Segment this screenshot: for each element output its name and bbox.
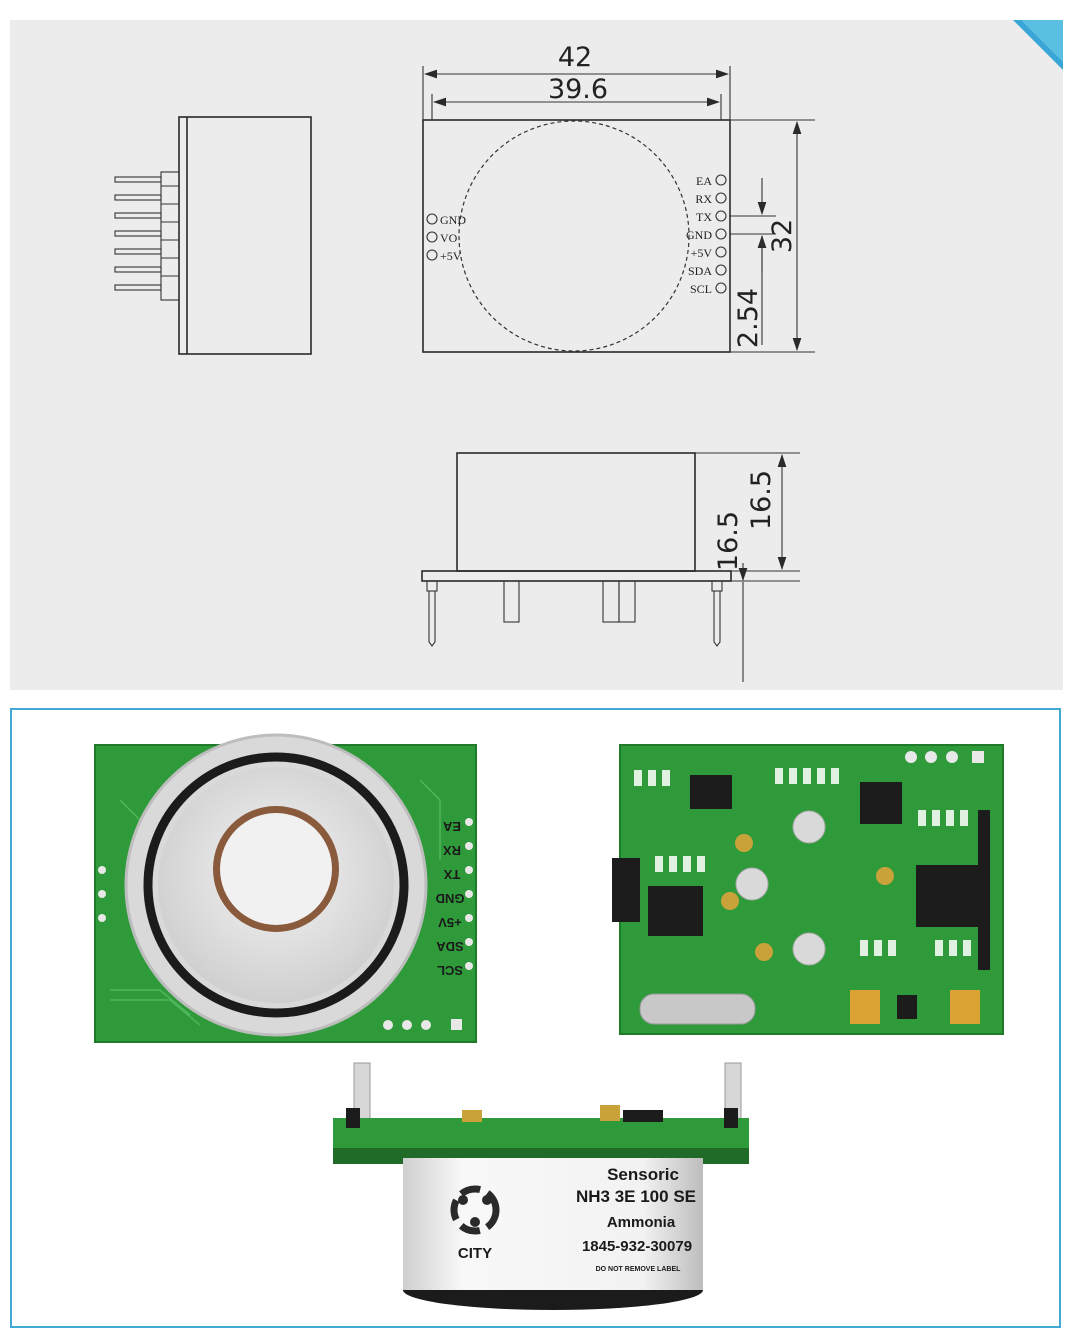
photo-panel (10, 708, 1061, 1328)
pin-label-5v: +5V (691, 246, 713, 260)
corner-flag-icon (1013, 20, 1063, 70)
left-pin-holes (426, 213, 438, 261)
pin-label-ea: EA (696, 174, 712, 188)
pin-label-left-gnd: GND (440, 213, 466, 227)
top-view (422, 66, 815, 353)
dim-sensor-height: 16.5 (746, 470, 777, 530)
pin-label-sda: SDA (688, 264, 712, 278)
side-view (114, 116, 312, 355)
pin-label-left-5v: +5V (440, 249, 462, 263)
front-view (421, 452, 800, 682)
drawing-canvas: 42 39.6 32 2.54 EA RX TX GND +5V SDA SCL… (114, 42, 815, 682)
pin-label-left-vo: VO (440, 231, 458, 245)
dim-inner-width: 39.6 (548, 74, 608, 105)
dim-overall-width: 42 (558, 42, 592, 73)
dim-height: 32 (767, 219, 798, 253)
side-view-pins (114, 176, 179, 291)
technical-drawing-panel (10, 20, 1063, 690)
pin-label-tx: TX (696, 210, 712, 224)
pin-label-rx: RX (695, 192, 712, 206)
right-pin-holes (715, 174, 727, 294)
dim-pcb-height: 16.5 (713, 511, 744, 571)
dim-pin-pitch: 2.54 (733, 288, 764, 348)
pin-label-gnd: GND (686, 228, 712, 242)
pin-label-scl: SCL (690, 282, 712, 296)
sensor-outline (458, 120, 690, 352)
